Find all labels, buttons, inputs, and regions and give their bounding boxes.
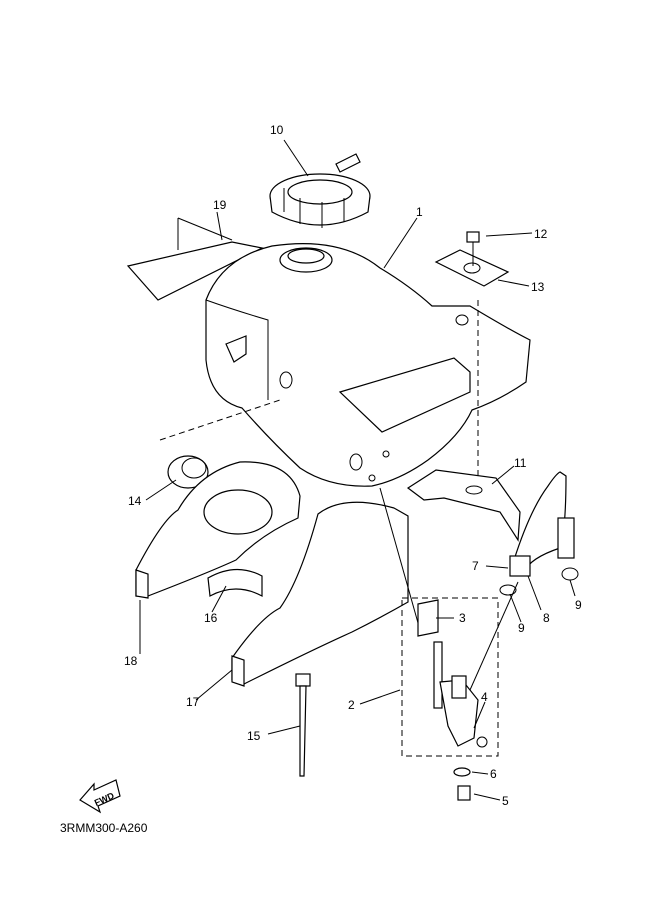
callout-6: 6	[490, 767, 497, 781]
part-6-washer[interactable]	[453, 767, 471, 777]
callout-2: 2	[348, 698, 355, 712]
callout-19: 19	[213, 198, 227, 212]
part-8-fuel-hose[interactable]	[469, 471, 575, 691]
callout-4: 4	[481, 690, 488, 704]
callout-18: 18	[124, 654, 138, 668]
callout-8: 8	[543, 611, 550, 625]
part-18-damper-pad[interactable]	[135, 461, 301, 599]
part-19-label[interactable]	[126, 217, 264, 301]
callout-13: 13	[531, 280, 545, 294]
part-13-bracket[interactable]	[434, 249, 510, 287]
callout-14: 14	[128, 494, 142, 508]
part-4-fuel-cock[interactable]	[433, 641, 488, 748]
callout-11: 11	[514, 456, 527, 470]
callout-15: 15	[247, 729, 261, 743]
callout-17: 17	[186, 695, 200, 709]
callout-5: 5	[502, 794, 509, 808]
part-7-hose-clip[interactable]	[509, 555, 531, 577]
callout-16: 16	[204, 611, 218, 625]
callout-9-right: 9	[575, 598, 582, 612]
callout-10: 10	[270, 123, 284, 137]
diagram-code: 3RMM300-A260	[60, 821, 148, 835]
callout-12: 12	[534, 227, 548, 241]
callout-1: 1	[416, 205, 423, 219]
part-12-bolt[interactable]	[466, 231, 480, 266]
part-17-damper-pad[interactable]	[231, 501, 409, 687]
leader-lines	[139, 139, 576, 801]
part-15-cable-tie[interactable]	[295, 673, 311, 777]
fwd-arrow-icon: FWD	[79, 779, 121, 814]
callout-9-left: 9	[518, 621, 525, 635]
part-2-fuel-cock-assembly[interactable]	[379, 487, 499, 757]
part-11-rear-bracket[interactable]	[406, 300, 521, 542]
part-14-grommet[interactable]	[159, 399, 281, 489]
part-1-fuel-tank[interactable]	[205, 243, 531, 487]
part-5-drain-bolt[interactable]	[457, 785, 471, 801]
callout-7: 7	[472, 559, 479, 573]
part-16-damper[interactable]	[207, 568, 263, 598]
callout-3: 3	[459, 611, 466, 625]
part-3-filter[interactable]	[417, 599, 439, 637]
part-10-fuel-cap[interactable]	[269, 153, 371, 228]
